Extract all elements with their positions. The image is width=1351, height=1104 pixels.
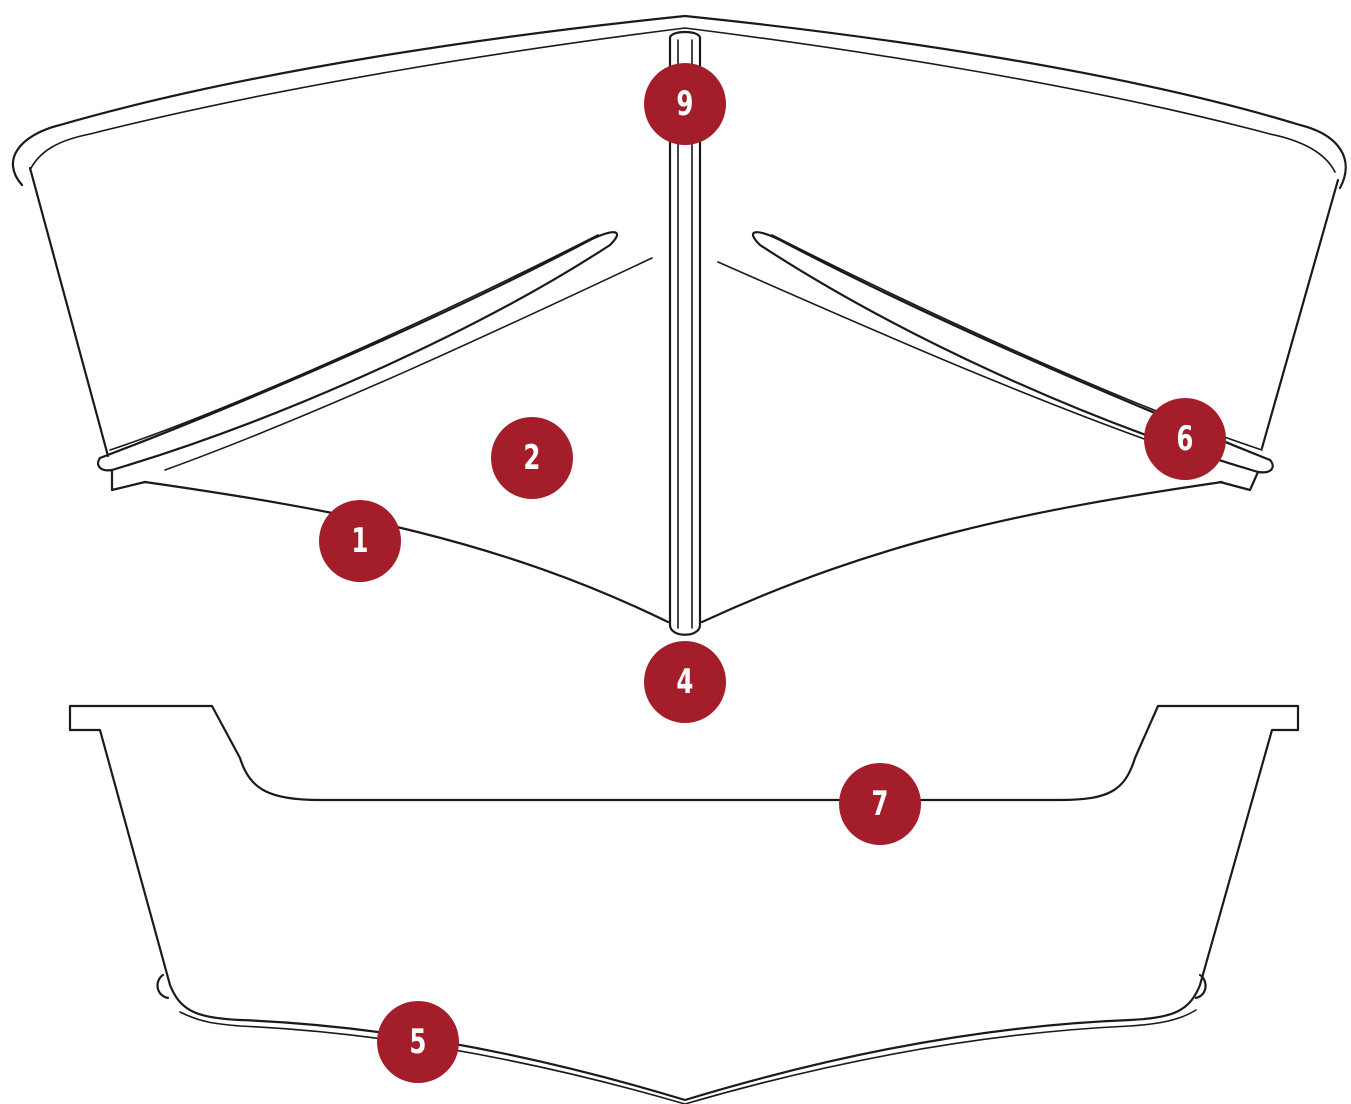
callout-1: 1	[319, 500, 401, 582]
callout-4-label: 4	[676, 662, 694, 702]
chine-right-line	[717, 261, 1211, 463]
side-knob-right	[1194, 973, 1207, 1000]
chine-right-outer	[752, 231, 1272, 474]
chine-left-inner	[109, 234, 599, 451]
hull-side-right	[1260, 178, 1340, 450]
keel	[668, 30, 702, 636]
chine-right-end	[1218, 458, 1274, 492]
hull-bottom-left	[143, 480, 670, 624]
chine-left-line	[164, 257, 653, 471]
gunwale-rim	[11, 14, 1347, 190]
callout-7-label: 7	[871, 784, 889, 824]
chine-left-end	[96, 456, 147, 492]
callout-5: 5	[377, 1001, 459, 1083]
hull-profile-bottom-inner	[179, 1009, 1197, 1104]
gunwale-rim-inner	[29, 27, 1336, 173]
hull-bottom-right	[700, 480, 1224, 624]
callout-1-label: 1	[351, 521, 369, 561]
callout-7: 7	[839, 763, 921, 845]
callout-5-label: 5	[409, 1022, 427, 1062]
callout-6: 6	[1144, 398, 1226, 480]
hull-profile	[68, 704, 1300, 1102]
chine-left-outer	[98, 231, 618, 472]
callout-6-label: 6	[1176, 419, 1194, 459]
hull-side-left	[28, 166, 110, 458]
callout-4: 4	[644, 641, 726, 723]
callout-2: 2	[491, 417, 573, 499]
callout-2-label: 2	[523, 438, 541, 478]
callout-9-label: 9	[676, 84, 694, 124]
side-knob-left	[156, 973, 170, 1000]
callout-9: 9	[644, 63, 726, 145]
